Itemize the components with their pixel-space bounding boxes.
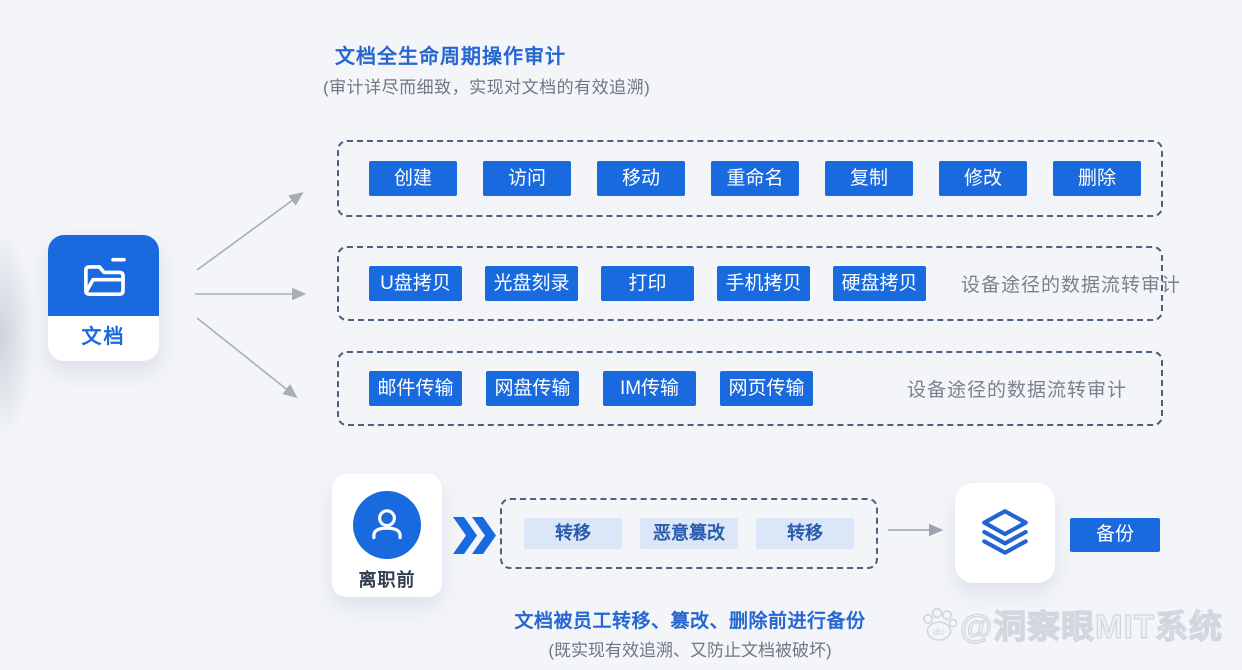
audit-chip: IM传输	[603, 371, 696, 406]
audit-chip: 网页传输	[720, 371, 813, 406]
audit-box-operations: 创建 访问 移动 重命名 复制 修改 删除	[337, 140, 1163, 217]
watermark-text: @洞察眼MIT系统	[959, 607, 1223, 645]
audit-chip: 光盘刻录	[485, 266, 578, 301]
audit-chip: 删除	[1053, 161, 1141, 196]
page-subtitle: (审计详尽而细致，实现对文档的有效追溯)	[323, 78, 651, 97]
double-chevron-right-icon	[453, 517, 496, 554]
audit-chip: 打印	[601, 266, 694, 301]
audit-chip: 移动	[597, 161, 685, 196]
audit-note: 设备途径的数据流转审计	[961, 275, 1182, 296]
document-source-card: 文档	[48, 235, 159, 361]
background-smudge	[0, 230, 36, 440]
backup-caption-sub: (既实现有效追溯、又防止文档被破坏)	[548, 641, 832, 660]
audit-chip: 硬盘拷贝	[833, 266, 926, 301]
backup-storage-card	[955, 483, 1055, 583]
backup-caption: 文档被员工转移、篡改、删除前进行备份	[514, 611, 866, 632]
arrow-right-icon	[888, 523, 944, 537]
svg-text:du: du	[933, 627, 944, 638]
risk-chip: 转移	[756, 518, 854, 549]
audit-box-network-transfer: 邮件传输 网盘传输 IM传输 网页传输 设备途径的数据流转审计	[337, 351, 1163, 426]
paw-icon: du	[923, 607, 958, 641]
audit-chip: 创建	[369, 161, 457, 196]
layers-icon	[982, 509, 1028, 555]
risk-chip: 转移	[524, 518, 622, 549]
audit-note: 设备途径的数据流转审计	[907, 380, 1128, 401]
risk-actions-box: 转移 恶意篡改 转移	[500, 498, 878, 569]
folder-icon	[48, 235, 159, 316]
risk-chip: 恶意篡改	[640, 518, 738, 549]
person-icon	[353, 491, 421, 559]
audit-chip: 复制	[825, 161, 913, 196]
backup-button: 备份	[1070, 518, 1160, 552]
audit-chip: U盘拷贝	[369, 266, 462, 301]
audit-chip: 手机拷贝	[717, 266, 810, 301]
watermark: du @洞察眼MIT系统	[920, 604, 1223, 650]
audit-chip: 访问	[483, 161, 571, 196]
page-title: 文档全生命周期操作审计	[335, 46, 566, 68]
employee-card: 离职前	[332, 474, 442, 597]
audit-box-device-transfer: U盘拷贝 光盘刻录 打印 手机拷贝 硬盘拷贝 设备途径的数据流转审计	[337, 246, 1180, 321]
audit-chip: 邮件传输	[369, 371, 462, 406]
audit-chip: 修改	[939, 161, 1027, 196]
employee-label: 离职前	[358, 570, 416, 590]
audit-chip: 网盘传输	[486, 371, 579, 406]
fanout-arrows	[195, 192, 307, 398]
document-label: 文档	[81, 326, 126, 348]
audit-chip: 重命名	[711, 161, 799, 196]
